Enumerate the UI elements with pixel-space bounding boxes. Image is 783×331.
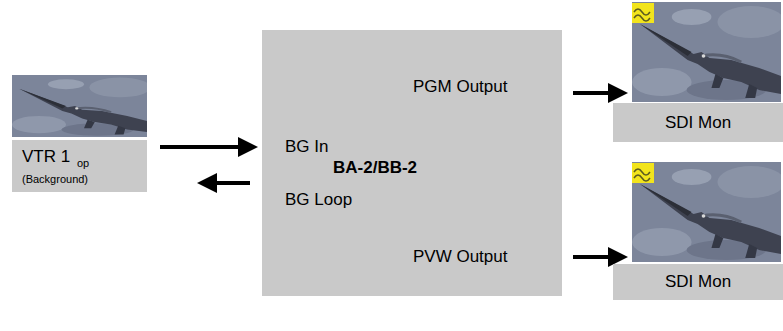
node-text: SDI Mon: [665, 113, 731, 133]
arrow-head: [238, 137, 258, 157]
router-box: PGM Output BG InBA-2/BB-2 BG LoopPVW Outpu…: [262, 30, 562, 296]
arrow-head: [197, 173, 217, 193]
arrow-line: [573, 91, 608, 95]
arrow-line: [160, 145, 238, 149]
arrow-line: [573, 255, 608, 259]
signal-arrow: [197, 173, 250, 193]
node-text: BG In: [285, 137, 328, 157]
monitor-label-box: SDI Mon: [613, 264, 783, 300]
node-text: op: [77, 157, 89, 170]
arrow-head: [608, 83, 628, 103]
signal-arrow: [160, 137, 258, 157]
node-text: VTR 1: [22, 147, 70, 167]
monitor-label-box: SDI Mon: [613, 103, 783, 142]
node-text: BG Loop: [285, 190, 352, 210]
arrow-line: [217, 181, 250, 185]
signal-arrow: [573, 83, 628, 103]
node-text: BA-2/BB-2: [333, 158, 417, 178]
node-text: PGM Output: [413, 77, 507, 97]
source-label-box: VTR 1 op (Background): [12, 140, 147, 192]
node-text: SDI Mon: [665, 272, 731, 292]
node-text: (Background): [22, 173, 88, 186]
node-text: PVW Output: [413, 247, 507, 267]
